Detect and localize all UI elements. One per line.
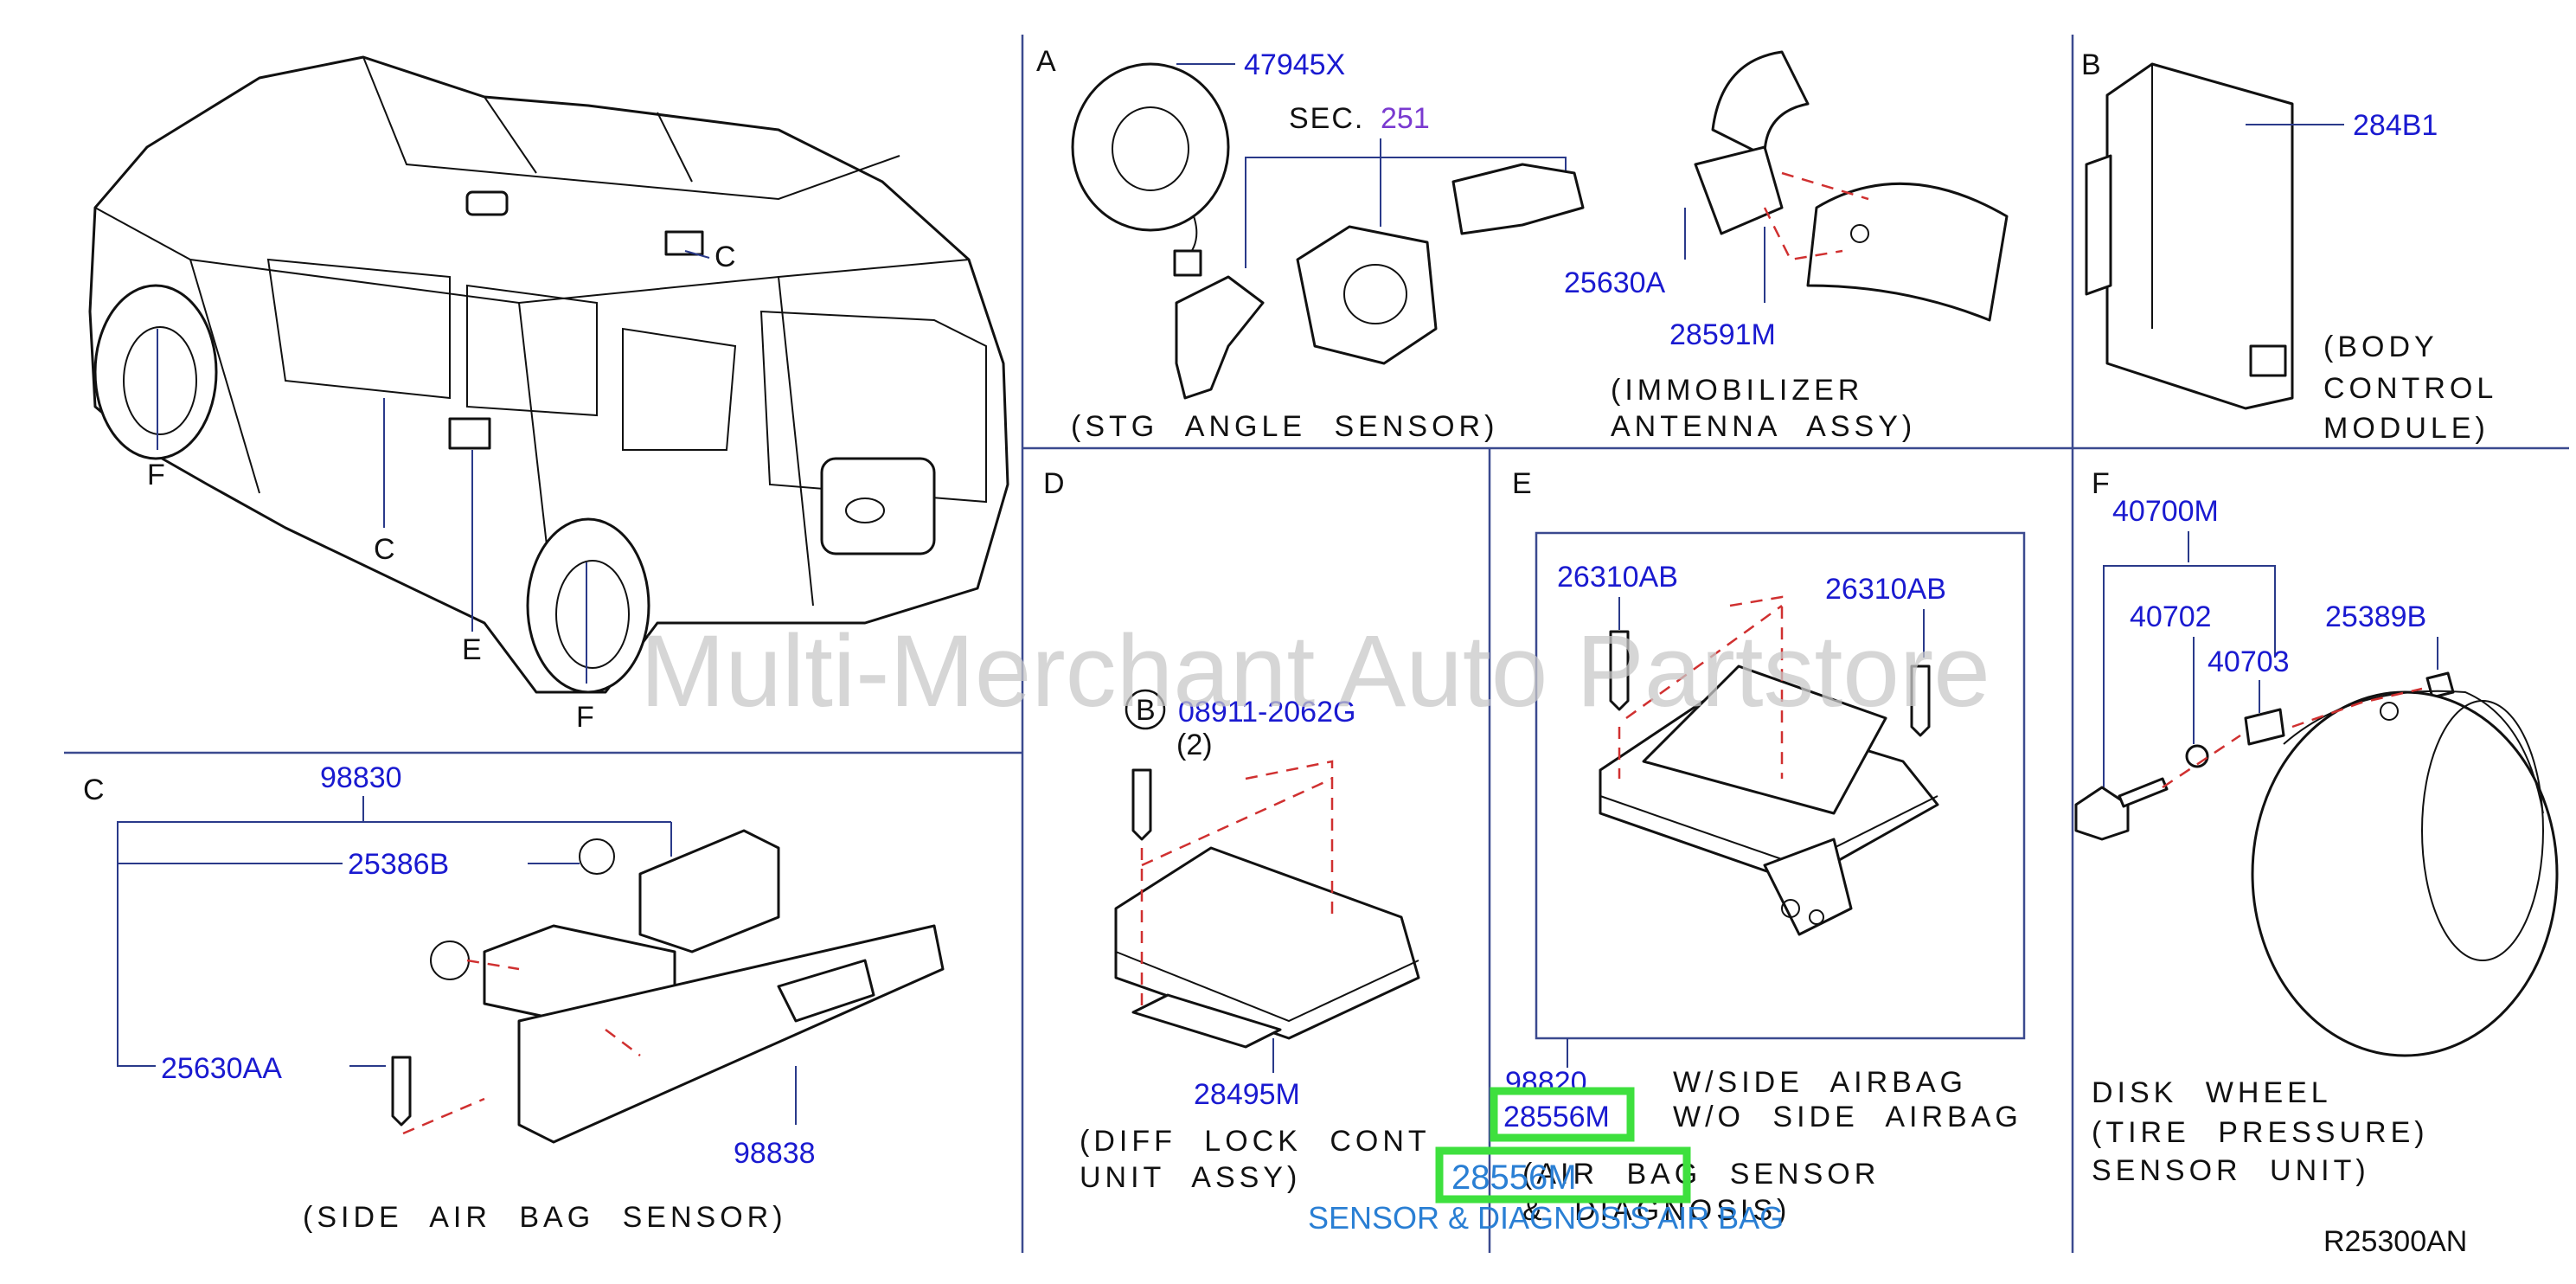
- immobilizer-antenna-part: [1694, 50, 2009, 322]
- diagram-code: R25300AN: [2323, 1225, 2467, 1258]
- panel-a: A 47945X SEC. 251 (STG ANGLE SENSOR): [1036, 45, 2009, 443]
- section-letter-f: F: [2092, 467, 2110, 500]
- panel-f: F 40700M 40702 40703 25389B DISK WHEEL (…: [2074, 467, 2559, 1187]
- panel-e: E 26310AB 26310AB 98820 28556M W/SIDE AI…: [1490, 467, 2026, 1227]
- section-letter-d: D: [1043, 467, 1065, 500]
- panel-d: D B 08911-2062G (2) 28495M (DIFF LOCK CO…: [1043, 467, 1431, 1194]
- part-28495m[interactable]: 28495M: [1194, 1078, 1300, 1111]
- caption-disk-wheel-2: (TIRE PRESSURE): [2092, 1116, 2429, 1149]
- section-letter-c: C: [83, 774, 105, 806]
- part-40700m[interactable]: 40700M: [2112, 495, 2219, 528]
- sec-prefix: SEC.: [1289, 102, 1364, 135]
- side-airbag-sensor-part: [391, 829, 945, 1144]
- body-control-module-part: [2085, 62, 2294, 410]
- section-letter-e: E: [1512, 467, 1532, 500]
- steering-angle-sensor-part: [1071, 62, 1230, 277]
- part-25630aa[interactable]: 25630AA: [161, 1052, 282, 1085]
- caption-side-airbag: (SIDE AIR BAG SENSOR): [303, 1201, 787, 1234]
- combination-switch-part: [1175, 163, 1585, 400]
- caption-disk-wheel-1: DISK WHEEL: [2092, 1076, 2332, 1109]
- overlay-part-28556m[interactable]: 28556M: [1451, 1159, 1577, 1197]
- section-letter-b: B: [2081, 48, 2101, 81]
- vehicle-callouts: C C E F F: [147, 241, 736, 734]
- part-25386b[interactable]: 25386B: [348, 848, 449, 881]
- part-98830[interactable]: 98830: [320, 761, 402, 794]
- callout-c-roof: C: [714, 241, 736, 273]
- panel-c: C 98830 25386B 25630AA 98838 (SIDE AIR B…: [83, 761, 945, 1234]
- caption-disk-wheel-3: SENSOR UNIT): [2092, 1154, 2370, 1187]
- bolt-circle: [1125, 689, 1166, 730]
- highlight-overlay-part: [1435, 1146, 1691, 1204]
- bolt-circle-letter: B: [1136, 694, 1156, 727]
- callout-f-rear: F: [576, 701, 594, 734]
- part-08911-qty: (2): [1176, 729, 1213, 761]
- part-98838[interactable]: 98838: [734, 1137, 816, 1170]
- panel-b: B 284B1 (BODY CONTROL MODULE): [2081, 48, 2497, 445]
- callout-f-front: F: [147, 459, 165, 491]
- part-26310ab-right[interactable]: 26310AB: [1825, 573, 1946, 606]
- part-47945x[interactable]: 47945X: [1244, 48, 1345, 81]
- diff-lock-unit-part: [1114, 768, 1420, 1049]
- airbag-sensor-unit-part: [1599, 630, 1939, 936]
- section-letter-a: A: [1036, 45, 1056, 78]
- highlight-28556m: [1490, 1087, 1635, 1142]
- part-25389b[interactable]: 25389B: [2325, 600, 2426, 633]
- caption-bcm-2: CONTROL: [2323, 372, 2497, 405]
- caption-diff-lock-1: (DIFF LOCK CONT: [1080, 1125, 1431, 1158]
- panel-e-box: [1535, 531, 2026, 1040]
- panel-dividers: [64, 35, 2569, 1253]
- part-28556m[interactable]: 28556M: [1503, 1101, 1610, 1133]
- callout-c-door: C: [374, 533, 395, 566]
- part-26310ab-left[interactable]: 26310AB: [1557, 561, 1678, 594]
- caption-bcm-3: MODULE): [2323, 412, 2489, 445]
- vehicle-illustration: [88, 55, 1009, 694]
- note-with-side-airbag: W/SIDE AIRBAG: [1673, 1066, 1967, 1099]
- caption-airbag-sensor-1: (AIR BAG SENSOR: [1522, 1158, 1880, 1191]
- part-40703[interactable]: 40703: [2208, 645, 2290, 678]
- caption-immobilizer-2: ANTENNA ASSY): [1611, 410, 1916, 443]
- part-284b1[interactable]: 284B1: [2353, 109, 2438, 142]
- caption-diff-lock-2: UNIT ASSY): [1080, 1161, 1301, 1194]
- part-28591m[interactable]: 28591M: [1669, 318, 1776, 351]
- watermark: Multi-Merchant Auto Partstore: [640, 614, 1990, 729]
- caption-bcm-1: (BODY: [2323, 331, 2438, 363]
- part-25630a[interactable]: 25630A: [1564, 266, 1666, 299]
- callout-e: E: [462, 633, 482, 666]
- note-without-side-airbag: W/O SIDE AIRBAG: [1673, 1101, 2022, 1133]
- tire-pressure-sensor-part: [2074, 671, 2559, 1057]
- caption-stg-angle-sensor: (STG ANGLE SENSOR): [1071, 410, 1498, 443]
- caption-immobilizer-1: (IMMOBILIZER: [1611, 374, 1863, 407]
- part-40702[interactable]: 40702: [2130, 600, 2212, 633]
- overlay-link-sensor-diagnosis[interactable]: SENSOR & DIAGNOSIS AIR BAG: [1308, 1200, 1784, 1236]
- part-08911-2062g[interactable]: 08911-2062G: [1178, 696, 1355, 729]
- sec-number-251[interactable]: 251: [1381, 102, 1430, 135]
